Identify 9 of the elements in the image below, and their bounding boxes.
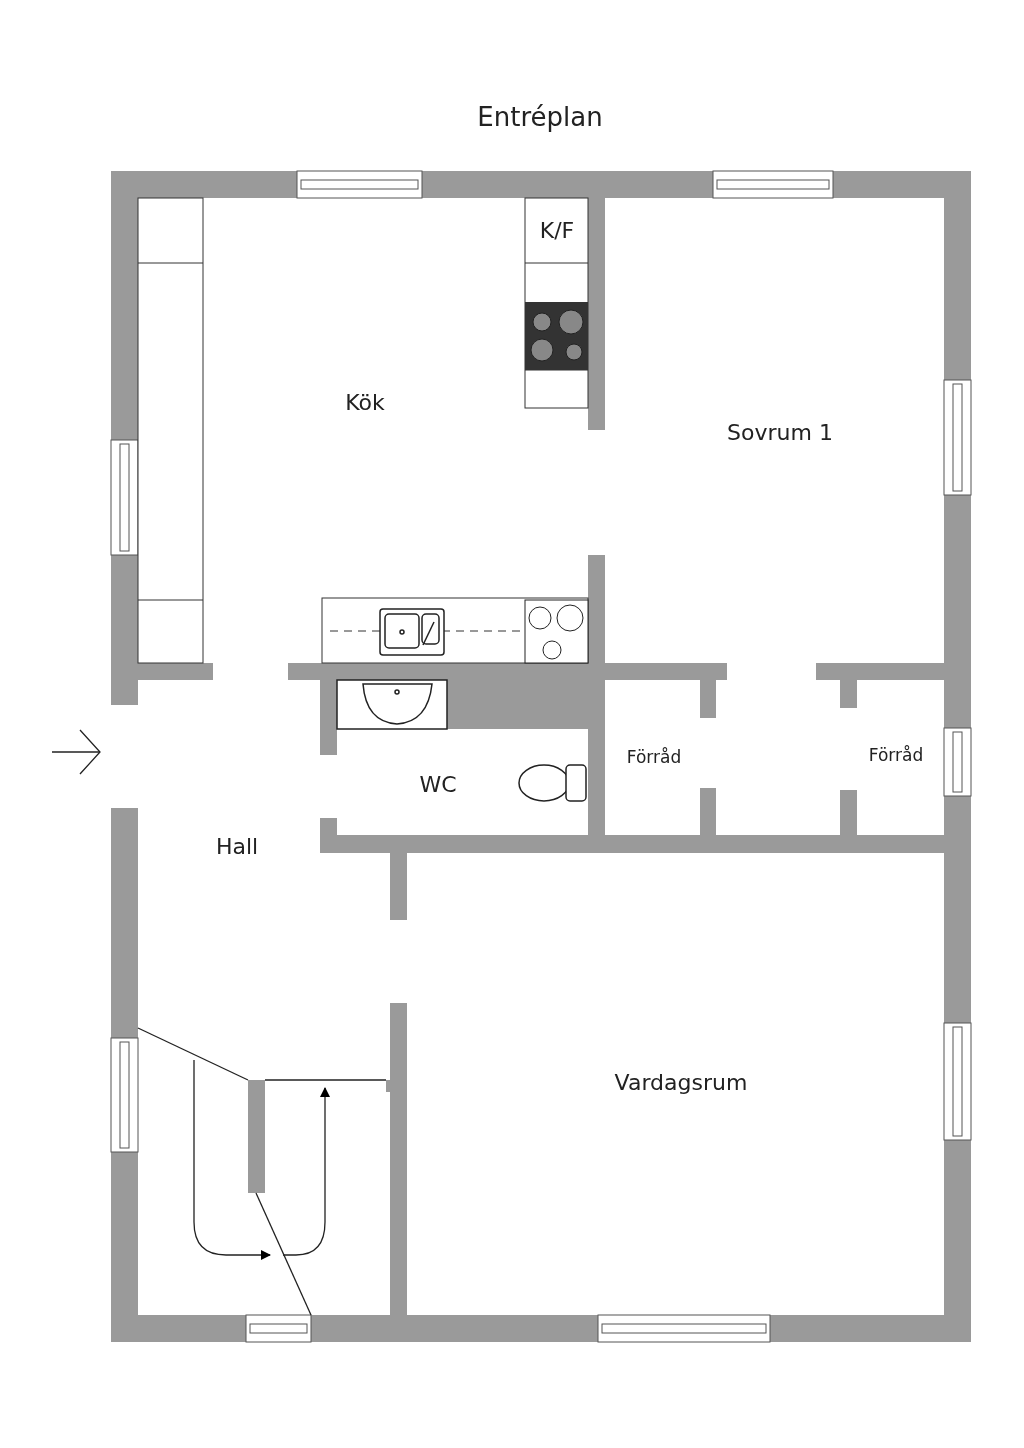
room-label: Kök xyxy=(345,390,385,416)
plan-title: Entréplan xyxy=(477,102,603,132)
room-label: Hall xyxy=(215,834,259,860)
room-label: WC xyxy=(419,772,457,798)
room-label: Förråd xyxy=(868,745,924,765)
room-label: Vardagsrum xyxy=(614,1070,748,1096)
room-label: Förråd xyxy=(626,747,682,767)
room-label: Sovrum 1 xyxy=(727,420,833,446)
room-label: K/F xyxy=(539,218,575,244)
